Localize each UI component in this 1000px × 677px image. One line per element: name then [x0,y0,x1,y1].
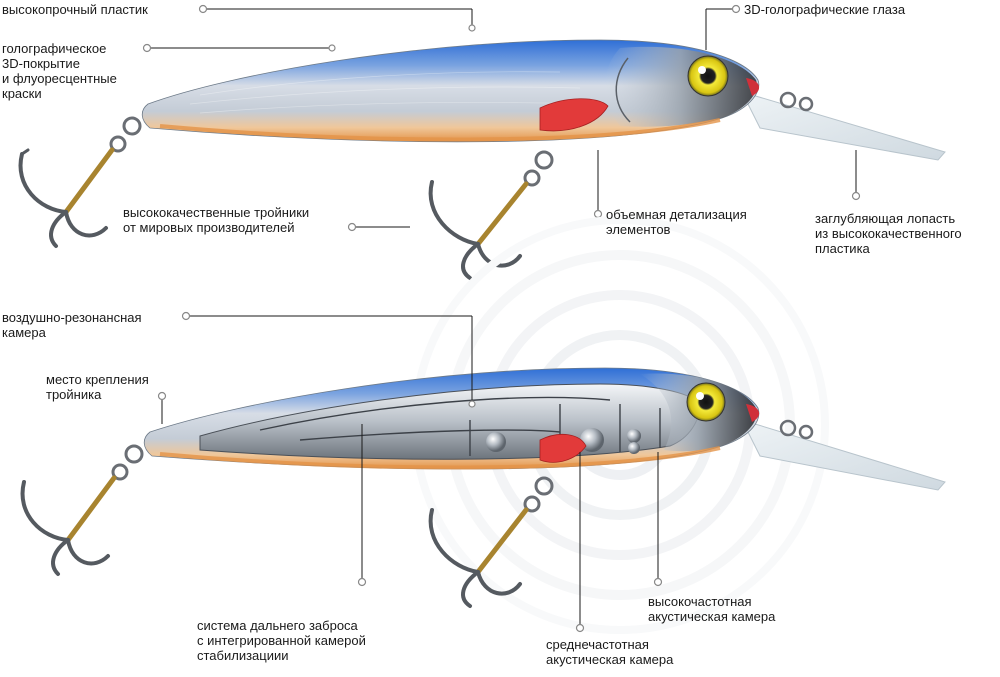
label-3d-eyes: 3D-голографические глаза [744,2,906,17]
bottom-tail-hook [20,444,144,576]
bottom-eye [686,382,726,422]
top-mouth-red [746,78,760,96]
bottom-mouth-red [746,404,760,422]
bottom-rattle-ball-3 [627,429,641,443]
bottom-belly-hook [428,476,554,608]
label-hook-mount: место крепления тройника [46,372,149,402]
bottom-belly [159,446,721,470]
top-belly-hook [428,150,554,280]
label-volume-detail: объемная детализация элементов [606,207,747,237]
label-high-frequency-chamber: высокочастотная акустическая камера [648,594,776,624]
top-gill-line [615,57,631,123]
top-lure [18,39,946,280]
bottom-chamber-walls [259,396,661,456]
top-pectoral-fin [539,98,609,132]
top-scale-texture [189,71,591,114]
label-air-resonance-chamber: воздушно-резонансная камера [2,310,142,340]
label-treble-hooks: высококачественные тройники от мировых п… [123,205,310,235]
top-leader-lines [142,4,861,232]
bottom-cutaway [199,383,701,460]
top-tail-hook [18,116,142,248]
top-belly [159,118,721,142]
bottom-leader-lines [157,311,663,633]
bottom-lure [20,367,946,608]
top-diving-lip [741,91,946,161]
label-long-cast-system: система дальнего заброса с интегрированн… [197,618,366,663]
bottom-pectoral-fin [539,433,587,463]
top-eye-highlight [698,66,706,74]
label-diving-lip: заглубляющая лопасть из высококачественн… [815,211,962,256]
bottom-eye-highlight [696,392,704,400]
bottom-rattle-ball-4 [628,442,640,454]
top-lip-rings [779,91,814,112]
bottom-rattle-ball-1 [486,432,506,452]
top-eye [687,55,729,97]
bottom-diving-lip [741,419,946,491]
label-high-strength-plastic: высокопрочный пластик [2,2,148,17]
label-mid-frequency-chamber: среднечастотная акустическая камера [546,637,674,667]
bottom-lip-rings [779,419,814,440]
label-holographic-coating: голографическое 3D-покрытие и флуоресцен… [2,41,117,101]
